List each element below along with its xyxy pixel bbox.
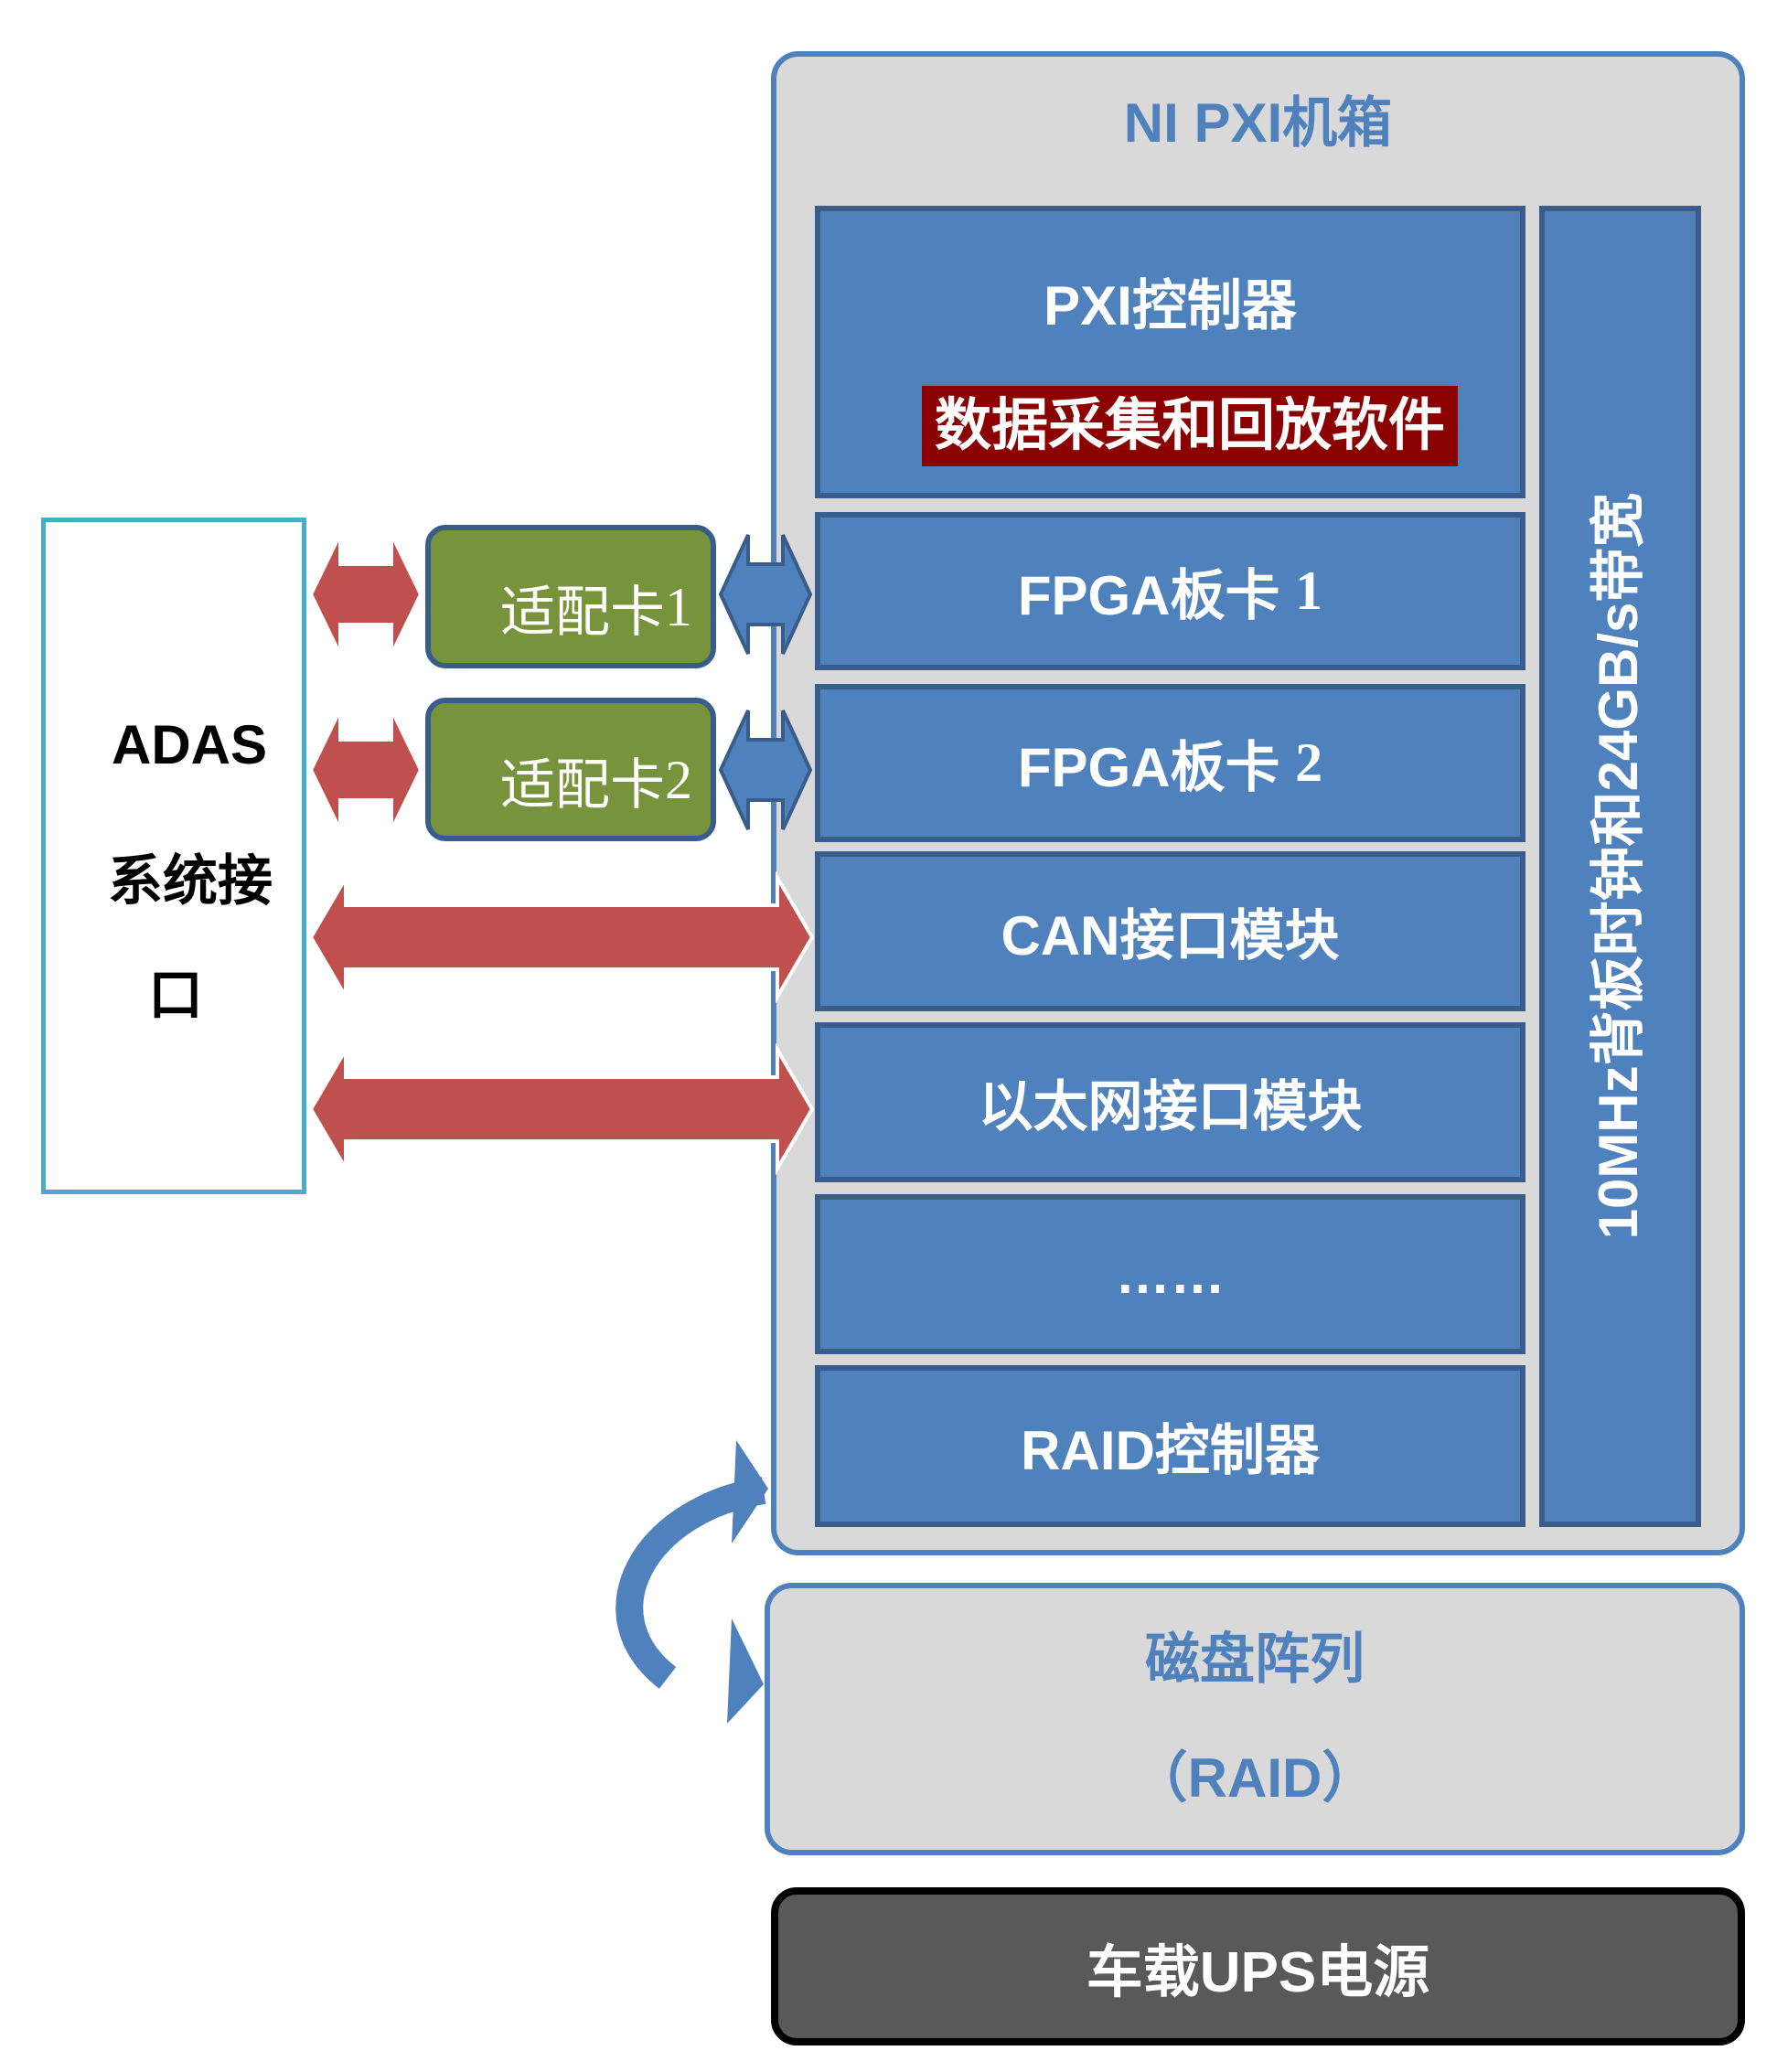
- adas-line-2: 系统接: [108, 850, 273, 912]
- pxi-controller-title: PXI控制器: [1044, 275, 1297, 336]
- raid-controller-module: RAID控制器: [815, 1365, 1525, 1527]
- adapter-card-1-label: 适配卡: [500, 582, 665, 643]
- ups-power-box: 车载UPS电源: [771, 1887, 1745, 2045]
- raid-controller-label: RAID控制器: [1021, 1420, 1320, 1481]
- can-interface-module: CAN接口模块: [815, 851, 1525, 1011]
- red-arrow-adas-ethernet: [308, 1042, 815, 1176]
- fpga-board-2-number: 2: [1295, 732, 1323, 793]
- ethernet-interface-module: 以太网接口模块: [815, 1022, 1525, 1182]
- raid-array-title: 磁盘阵列: [1145, 1629, 1365, 1690]
- adas-line-3: 口: [148, 965, 203, 1026]
- adas-interface-box: [41, 518, 306, 1194]
- raid-array-box: [765, 1583, 1745, 1855]
- adapter-card-1-number: 1: [665, 577, 692, 637]
- curved-arrow-head-top: [732, 1440, 768, 1543]
- fpga-board-2-label: FPGA板卡: [1017, 737, 1280, 798]
- curved-arrow-raid: [616, 1477, 766, 1689]
- raid-array-subtitle: （RAID）: [1132, 1747, 1377, 1809]
- fpga-board-2: FPGA板卡 2: [815, 684, 1525, 842]
- red-arrow-adas-adapter-2: [308, 709, 423, 831]
- fpga-board-1: FPGA板卡 1: [815, 512, 1525, 670]
- fpga-board-1-number: 1: [1295, 561, 1323, 621]
- ellipsis-module: ……: [815, 1194, 1525, 1354]
- fpga-board-1-label: FPGA板卡: [1017, 565, 1280, 626]
- ellipsis-label: ……: [1115, 1244, 1226, 1305]
- red-arrow-adas-can: [308, 870, 815, 1004]
- adapter-card-2-number: 2: [665, 750, 692, 810]
- backplane-label: 10MHz背板时钟和24GB/s带宽: [1588, 492, 1649, 1240]
- adas-line-1: ADAS: [112, 714, 268, 775]
- curved-arrow-head-bottom: [727, 1618, 764, 1724]
- ethernet-interface-label: 以太网接口模块: [978, 1076, 1363, 1137]
- can-interface-label: CAN接口模块: [1001, 905, 1340, 967]
- software-label: 数据采集和回放软件: [922, 386, 1458, 466]
- ups-label: 车载UPS电源: [1086, 1940, 1430, 2004]
- chassis-title: NI PXI机箱: [1123, 92, 1393, 154]
- adapter-card-2-label: 适配卡: [500, 755, 665, 816]
- red-arrow-adas-adapter-1: [308, 533, 423, 656]
- backplane-bar: [1539, 206, 1701, 1527]
